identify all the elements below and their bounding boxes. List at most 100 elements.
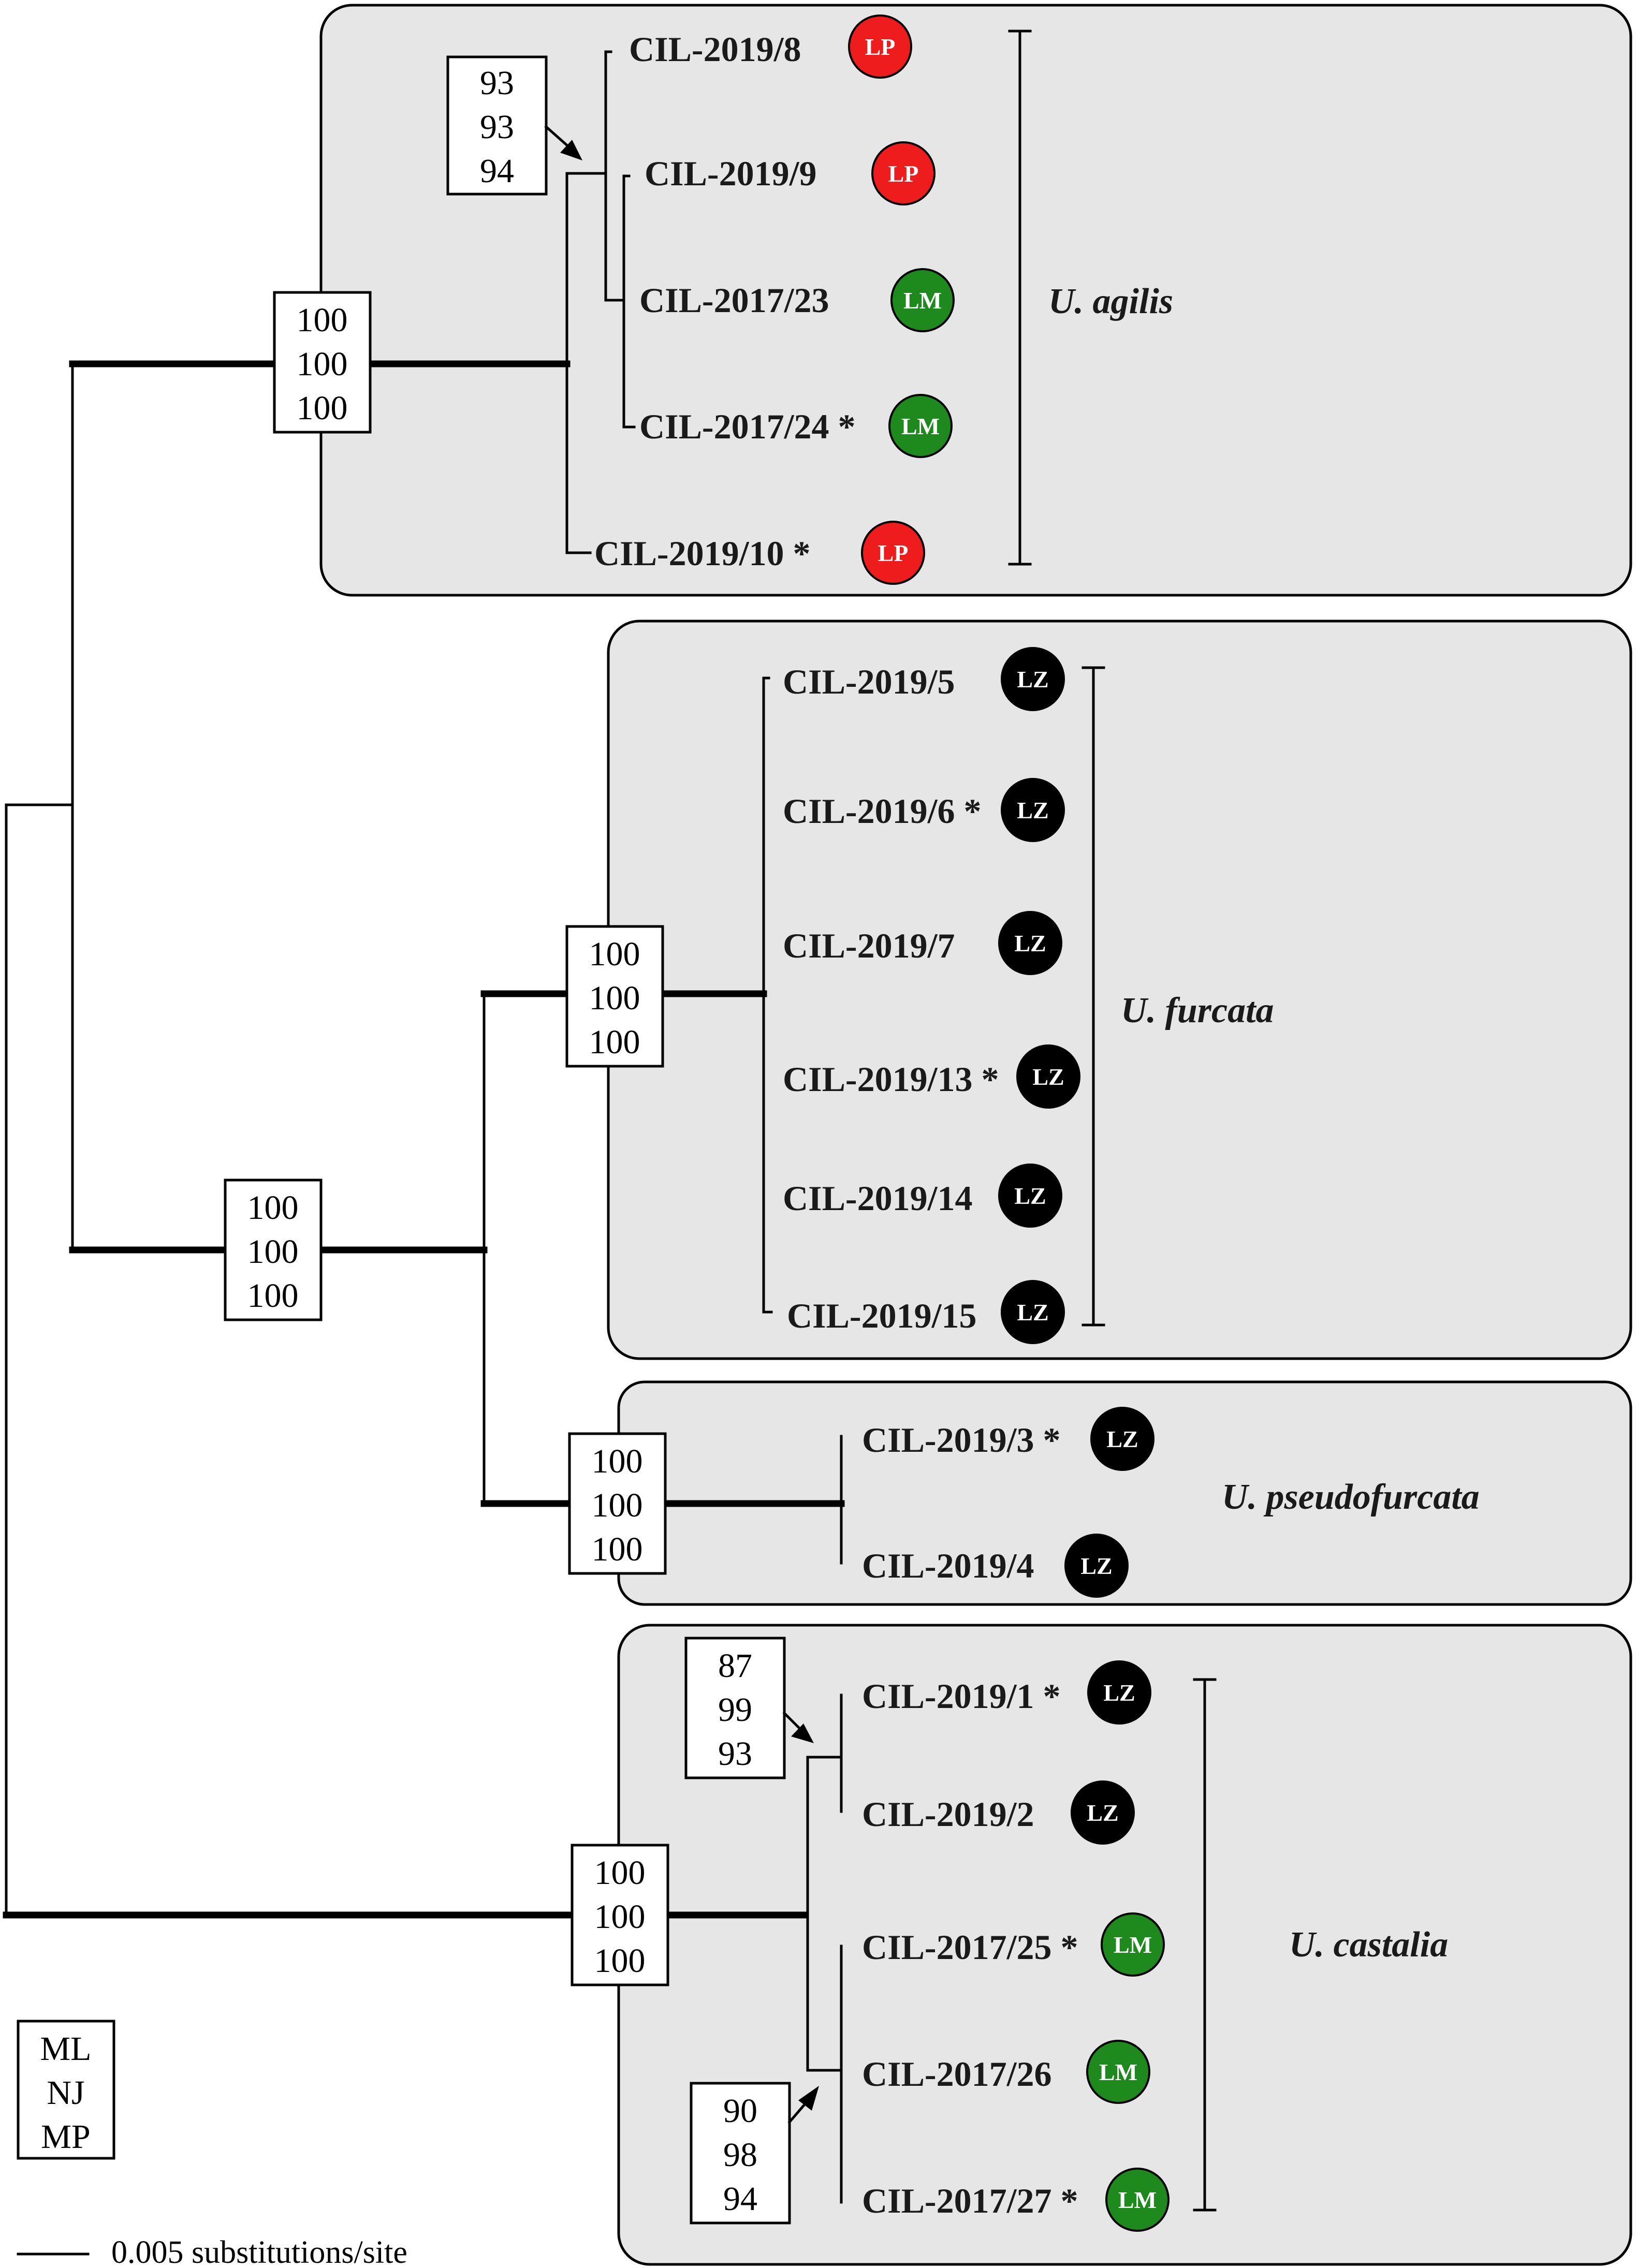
svg-text:100: 100 [592, 1486, 643, 1524]
svg-text:LZ: LZ [1017, 797, 1048, 823]
tip-label: CIL-2019/6 * [783, 791, 981, 831]
tip-label: CIL-2017/27 * [862, 2181, 1078, 2220]
svg-text:100: 100 [247, 1233, 299, 1271]
support-box-castalia: 100 100 100 [571, 1844, 669, 1986]
svg-text:100: 100 [247, 1189, 299, 1227]
svg-text:LP: LP [888, 160, 919, 187]
support-box-agilis: 100 100 100 [273, 291, 372, 434]
locality-badge: LZ [998, 911, 1062, 975]
tip-label: CIL-2019/13 * [783, 1059, 999, 1099]
locality-badge: LZ [1071, 1780, 1135, 1845]
svg-text:LZ: LZ [1017, 1299, 1048, 1326]
locality-badges: LP LP LM LM LP LZ LZ LZ LZ LZ LZ LZ LZ L… [848, 14, 1170, 2232]
svg-text:90: 90 [723, 2092, 757, 2130]
svg-text:LZ: LZ [1080, 1553, 1112, 1579]
svg-text:100: 100 [297, 301, 348, 339]
tip-label: CIL-2017/25 * [862, 1927, 1078, 1967]
svg-text:LZ: LZ [1106, 1426, 1138, 1452]
locality-badge: LZ [1090, 1407, 1154, 1471]
svg-text:100: 100 [594, 1854, 646, 1892]
svg-text:87: 87 [718, 1647, 752, 1685]
locality-badge: LM [1105, 2168, 1170, 2232]
locality-badge: LZ [1016, 1044, 1080, 1109]
svg-text:LM: LM [1118, 2187, 1157, 2213]
svg-text:93: 93 [480, 108, 514, 146]
svg-text:LZ: LZ [1087, 1800, 1118, 1826]
species-brackets [1008, 30, 1217, 2212]
svg-text:LM: LM [901, 413, 940, 439]
svg-text:100: 100 [592, 1442, 643, 1480]
tip-label: CIL-2019/10 * [594, 534, 810, 573]
support-box-furcata-pseudofurcata: 100 100 100 [224, 1179, 323, 1321]
tip-label: CIL-2017/24 * [639, 407, 855, 446]
support-box-furcata: 100 100 100 [565, 925, 664, 1068]
species-label-agilis: U. agilis [1048, 282, 1173, 321]
svg-text:100: 100 [297, 389, 348, 427]
svg-text:99: 99 [718, 1691, 752, 1729]
svg-text:100: 100 [247, 1277, 299, 1315]
locality-badge: LM [1086, 2040, 1150, 2104]
tip-label: CIL-2019/8 [629, 30, 801, 69]
svg-text:LM: LM [1099, 2059, 1137, 2085]
support-arrows [544, 125, 819, 2124]
svg-text:LZ: LZ [1014, 1183, 1046, 1209]
locality-badge: LZ [1087, 1660, 1151, 1725]
tip-label: CIL-2019/2 [862, 1794, 1034, 1834]
svg-text:LP: LP [878, 540, 909, 566]
species-label-furcata: U. furcata [1121, 991, 1274, 1030]
tip-label: CIL-2019/5 [783, 662, 955, 701]
tip-label: CIL-2019/9 [645, 154, 816, 193]
scale-bar: 0.005 substitutions/site [17, 2235, 407, 2268]
svg-text:LP: LP [865, 34, 896, 60]
locality-badge: LM [888, 394, 953, 458]
svg-text:LM: LM [1114, 1932, 1152, 1958]
support-legend: ML NJ MP [17, 2020, 115, 2160]
tip-label: CIL-2019/1 * [862, 1676, 1060, 1716]
svg-text:93: 93 [480, 64, 514, 102]
legend-ml: ML [40, 2030, 92, 2068]
svg-text:100: 100 [592, 1530, 643, 1568]
locality-badge: LZ [1064, 1534, 1129, 1598]
svg-text:100: 100 [589, 979, 640, 1017]
locality-badge: LP [848, 14, 912, 79]
svg-text:100: 100 [594, 1942, 646, 1980]
support-box-castalia-lz: 87 99 93 [684, 1637, 786, 1779]
svg-text:100: 100 [594, 1898, 646, 1936]
svg-text:94: 94 [723, 2180, 757, 2218]
species-label-castalia: U. castalia [1289, 1925, 1448, 1965]
locality-badge: LM [890, 268, 955, 332]
tip-label: CIL-2017/23 [639, 281, 829, 320]
locality-badge: LZ [1001, 778, 1065, 842]
support-box-castalia-lm: 90 98 94 [690, 2082, 791, 2225]
svg-text:LZ: LZ [1017, 666, 1048, 693]
locality-badge: LM [1101, 1912, 1165, 1977]
svg-text:100: 100 [589, 1023, 640, 1061]
svg-text:98: 98 [723, 2136, 757, 2174]
support-box-pseudofurcata: 100 100 100 [568, 1432, 667, 1575]
tip-label: CIL-2019/14 [783, 1179, 972, 1218]
species-label-pseudofurcata: U. pseudofurcata [1222, 1477, 1480, 1517]
svg-text:LM: LM [903, 287, 942, 314]
locality-badge: LZ [998, 1164, 1062, 1228]
tip-label: CIL-2019/4 [862, 1546, 1034, 1585]
locality-badge: LZ [1001, 1280, 1065, 1344]
legend-nj: NJ [47, 2074, 84, 2112]
svg-text:94: 94 [480, 152, 514, 190]
svg-text:LZ: LZ [1032, 1064, 1064, 1090]
legend-mp: MP [41, 2118, 90, 2156]
svg-text:93: 93 [718, 1735, 752, 1773]
tip-label: CIL-2019/15 [787, 1296, 976, 1335]
tip-label: CIL-2019/3 * [862, 1420, 1060, 1460]
support-box-agilis-inner: 93 93 94 [446, 55, 548, 196]
svg-text:100: 100 [297, 345, 348, 383]
svg-text:LZ: LZ [1103, 1680, 1135, 1706]
tip-label: CIL-2019/7 [783, 926, 955, 965]
locality-badge: LP [871, 141, 936, 205]
svg-text:LZ: LZ [1014, 930, 1046, 956]
clade-box-furcata [607, 620, 1632, 1360]
tip-label: CIL-2017/26 [862, 2054, 1051, 2094]
locality-badge: LP [861, 521, 925, 585]
scale-label: 0.005 substitutions/site [111, 2235, 407, 2268]
svg-text:100: 100 [589, 935, 640, 973]
